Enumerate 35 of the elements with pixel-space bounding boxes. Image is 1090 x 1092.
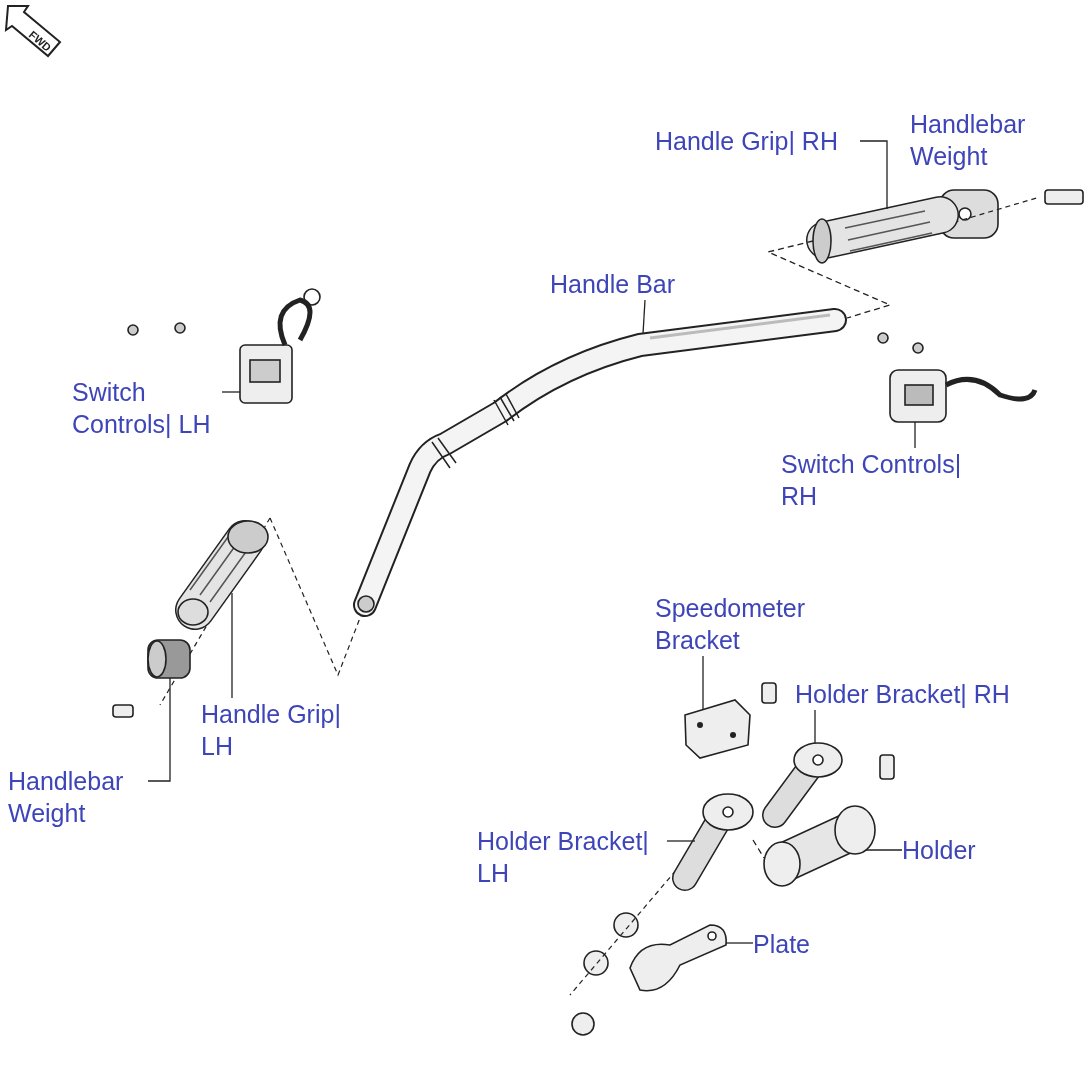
leader-line xyxy=(814,709,816,744)
bracket-drawing xyxy=(684,699,751,759)
leader-line xyxy=(147,677,171,782)
holder-bracket-drawing xyxy=(762,742,843,828)
leader-line xyxy=(914,421,916,449)
leader-line xyxy=(865,849,903,851)
part-label: Holder Bracket| LH xyxy=(477,825,667,889)
assembly-line xyxy=(765,240,892,319)
leader-line xyxy=(725,942,754,944)
part-label: Plate xyxy=(753,928,853,960)
grip-drawing xyxy=(806,196,959,264)
switch-drawing xyxy=(889,369,1038,423)
leader-line xyxy=(221,391,241,393)
grip-drawing xyxy=(175,520,269,630)
leader-line xyxy=(642,299,646,335)
leader-line xyxy=(231,592,233,699)
leader-line xyxy=(859,140,888,210)
leader-line xyxy=(702,655,704,711)
part-label: Handle Grip| RH xyxy=(655,125,860,157)
part-label: Handle Bar xyxy=(550,268,700,300)
part-label: Switch Controls| LH xyxy=(72,376,222,440)
assembly-line xyxy=(752,839,765,859)
part-label: Speedometer Bracket xyxy=(655,592,815,656)
plate-drawing xyxy=(629,924,727,992)
leader-line xyxy=(666,840,696,842)
part-label: Holder xyxy=(902,834,1022,866)
part-label: Handlebar Weight xyxy=(8,765,148,829)
holder-drawing xyxy=(763,805,876,887)
part-label: Handle Grip| LH xyxy=(201,698,361,762)
weight-drawing xyxy=(147,639,191,679)
part-label: Handlebar Weight xyxy=(910,109,1027,172)
holder-bracket-drawing xyxy=(672,793,754,891)
part-label: Switch Controls| RH xyxy=(781,448,981,512)
switch-drawing xyxy=(239,297,313,404)
part-label: Holder Bracket| RH xyxy=(795,678,1055,710)
